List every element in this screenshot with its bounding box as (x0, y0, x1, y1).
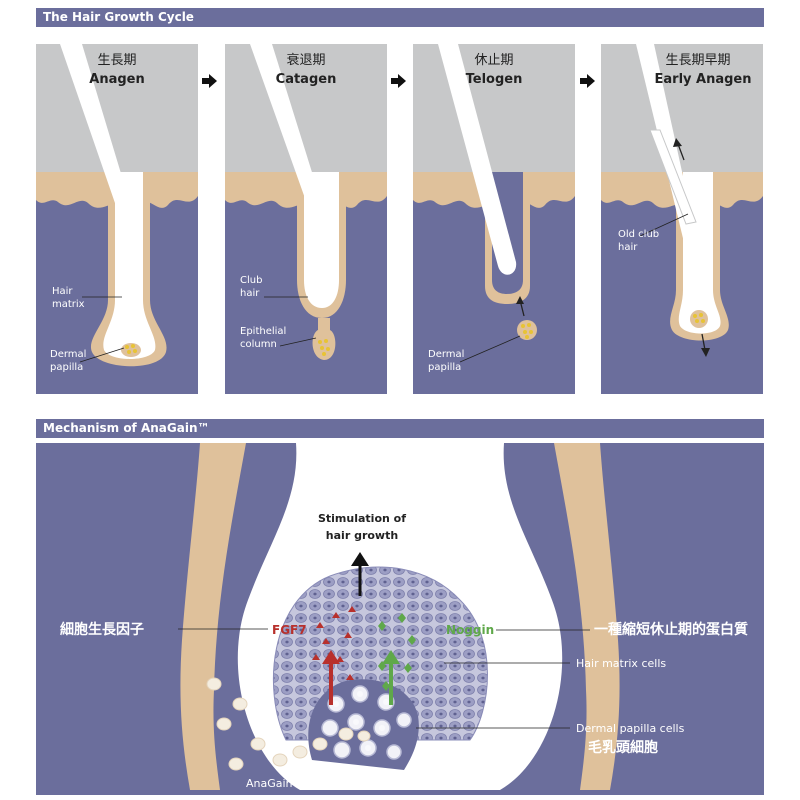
fgf7-signals (312, 606, 356, 680)
dermal-papilla-cn: 毛乳頭細胞 (588, 739, 658, 756)
growth-arrow-icon (351, 552, 369, 566)
fgf7-arrow-icon (322, 650, 340, 664)
label-dermal-papilla-2: papilla (50, 362, 83, 373)
label-telogen-dp-1: Dermal (428, 349, 464, 360)
noggin-label: Noggin (446, 623, 494, 637)
label-old-club-1: Old club (618, 229, 659, 240)
label-dermal-papilla-1: Dermal (50, 349, 86, 360)
fgf7-label: FGF7 (272, 623, 307, 637)
arrow-right-icon (202, 74, 217, 88)
label-epithelial-1: Epithelial (240, 326, 286, 337)
stage-anagen-cn: 生長期 (97, 53, 136, 68)
stage-telogen-cn: 休止期 (474, 53, 513, 68)
stage-early-anagen-cn: 生長期早期 (665, 53, 730, 68)
label-telogen-dp-2: papilla (428, 362, 461, 373)
panel-catagen (225, 44, 387, 394)
noggin-arrow-icon (382, 650, 400, 664)
arrow-right-icon (580, 74, 595, 88)
panel-early-anagen (601, 44, 763, 394)
label-club-hair-1: Club (240, 275, 262, 286)
stage-catagen-en: Catagen (276, 72, 337, 87)
panel-anagen (36, 44, 198, 394)
mechanism-panel (36, 443, 764, 795)
label-club-hair-2: hair (240, 288, 260, 299)
stage-early-anagen-en: Early Anagen (655, 72, 752, 87)
arrow-right-icon (391, 74, 406, 88)
growth-factor-cn: 細胞生長因子 (60, 621, 144, 638)
stimulation-label-2: hair growth (326, 529, 398, 542)
stage-anagen-en: Anagen (89, 72, 144, 87)
protein-cn: 一種縮短休止期的蛋白質 (594, 621, 748, 638)
dermal-papilla-cells-label: Dermal papilla cells (576, 722, 685, 735)
stage-catagen-cn: 衰退期 (286, 52, 325, 68)
mechanism-header: Mechanism of AnaGain™ (36, 419, 764, 438)
hair-cycle-header: The Hair Growth Cycle (36, 8, 764, 27)
label-hair-matrix-2: matrix (52, 299, 85, 310)
anagain-label: AnaGain™ (246, 777, 304, 790)
stage-telogen-en: Telogen (466, 72, 523, 87)
label-hair-matrix-1: Hair (52, 286, 73, 297)
panel-telogen (413, 44, 575, 394)
label-old-club-2: hair (618, 242, 638, 253)
label-epithelial-2: column (240, 339, 277, 350)
anagain-particles (206, 677, 371, 771)
stage-arrows (202, 74, 595, 88)
hair-matrix-cells-label: Hair matrix cells (576, 657, 666, 670)
stimulation-label-1: Stimulation of (318, 512, 406, 525)
